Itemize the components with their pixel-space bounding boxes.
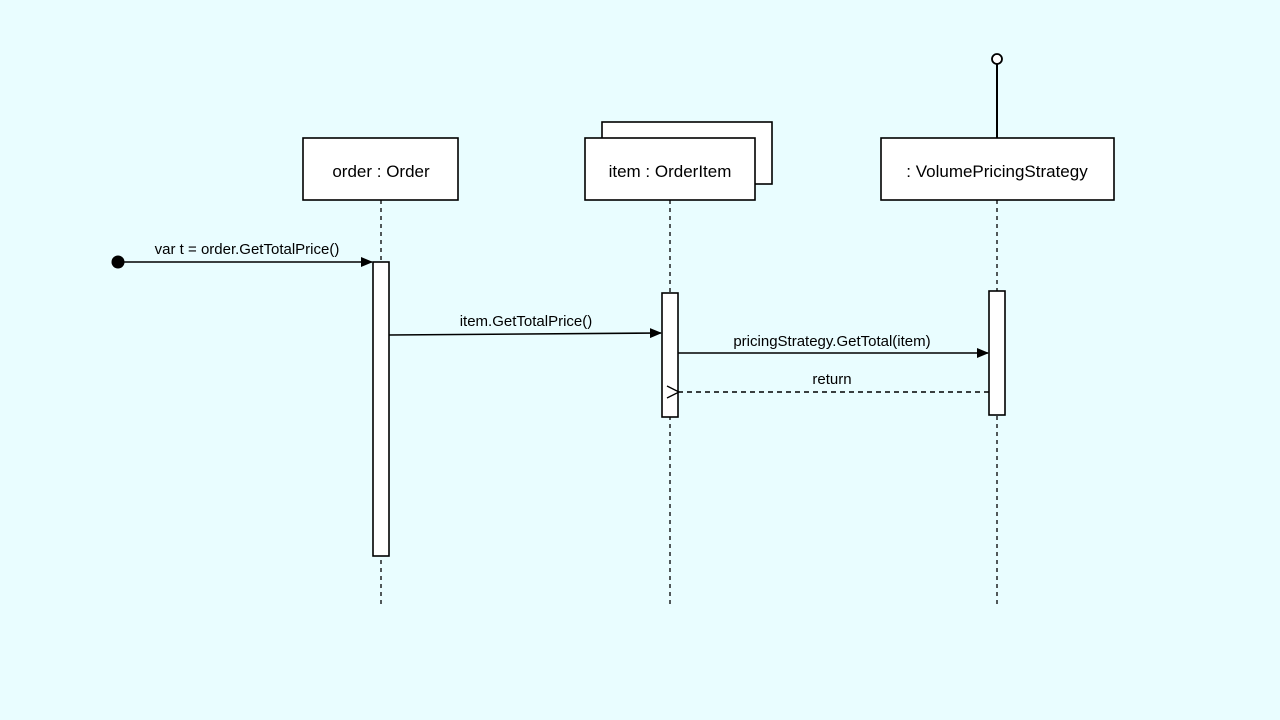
activation-bar-order xyxy=(372,261,390,557)
message-label-return: return xyxy=(812,371,851,388)
message-label-pricing-get-total: pricingStrategy.GetTotal(item) xyxy=(733,333,930,350)
message-arrow-item-get-total-price xyxy=(388,328,662,339)
participant-label-order: order : Order xyxy=(332,162,430,181)
interface-lollipop-circle xyxy=(991,53,1003,65)
participant-label-strategy: : VolumePricingStrategy xyxy=(906,162,1088,181)
participant-box-strategy[interactable] xyxy=(880,137,1115,201)
message-label-item-get-total-price: item.GetTotalPrice() xyxy=(460,313,593,330)
message-label-get-total-price: var t = order.GetTotalPrice() xyxy=(155,241,340,258)
activation-bar-strategy xyxy=(988,290,1006,416)
participant-box-order[interactable] xyxy=(302,137,459,201)
participant-box-item[interactable] xyxy=(584,137,756,201)
participant-label-item: item : OrderItem xyxy=(609,162,732,181)
activation-bar-item xyxy=(661,292,679,418)
